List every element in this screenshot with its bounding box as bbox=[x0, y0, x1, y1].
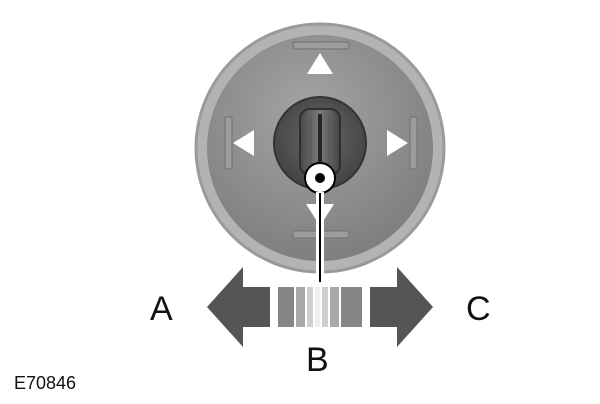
strip-segment bbox=[278, 287, 294, 327]
strip-segment bbox=[315, 287, 320, 327]
callout-pointer bbox=[304, 162, 336, 282]
triangle-up-icon bbox=[307, 53, 333, 74]
label-a: A bbox=[150, 290, 173, 328]
bar-left bbox=[224, 116, 233, 170]
label-b: B bbox=[306, 341, 329, 379]
triangle-left-icon bbox=[233, 130, 254, 156]
bar-top bbox=[292, 41, 350, 50]
label-c: C bbox=[466, 290, 491, 328]
strip-segment bbox=[330, 287, 339, 327]
bar-right bbox=[409, 116, 418, 170]
arrow-right bbox=[370, 267, 433, 347]
strip-segment bbox=[341, 287, 362, 327]
triangle-right-icon bbox=[387, 130, 408, 156]
strip-segment bbox=[322, 287, 328, 327]
callout-dot bbox=[315, 173, 325, 183]
arrow-left bbox=[207, 267, 270, 347]
strip-segment bbox=[307, 287, 313, 327]
figure-code: E70846 bbox=[14, 373, 77, 393]
adjustment-indicator bbox=[207, 267, 433, 347]
center-selector bbox=[273, 96, 367, 190]
strip-segment bbox=[296, 287, 305, 327]
